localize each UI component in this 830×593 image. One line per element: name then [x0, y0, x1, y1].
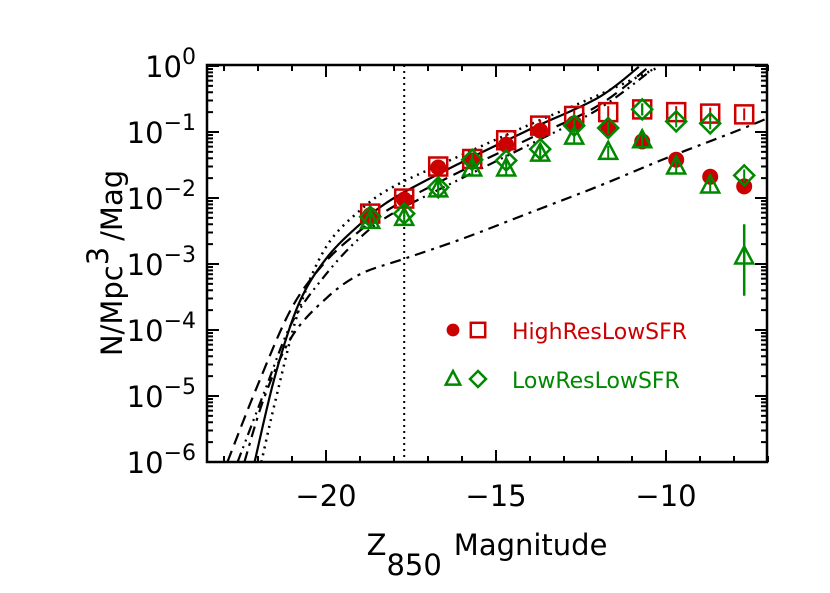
legend-label: LowResLowSFR [512, 369, 680, 394]
y-axis-label: N/Mpc3/Mag [81, 170, 129, 356]
axis-ticks [207, 65, 769, 463]
x-tick-label: −10 [635, 479, 696, 513]
legend: HighResLowSFR LowResLowSFR [443, 320, 687, 394]
diamond-marker [358, 204, 382, 229]
diamond-marker [562, 113, 586, 138]
model-curve-dash-dot-dot [236, 65, 657, 462]
square-marker [529, 115, 551, 136]
diamond-marker [494, 148, 518, 173]
x-tick-label: −20 [295, 479, 356, 513]
diamond-marker [460, 147, 484, 172]
y-tick-label: 10−3 [127, 243, 196, 282]
triangle-marker [631, 127, 654, 149]
y-tick-label: 10−6 [127, 441, 196, 480]
triangle-marker [443, 368, 463, 386]
legend-label: HighResLowSFR [512, 320, 687, 345]
y-tick-label: 10−1 [127, 111, 196, 150]
x-axis-label: Z850Magnitude [367, 528, 608, 582]
triangle-marker [699, 172, 722, 194]
diamond-marker [392, 201, 416, 226]
y-tick-label: 10−4 [127, 309, 196, 348]
diamond-marker [630, 97, 654, 122]
circle-marker [446, 323, 460, 337]
triangle-marker [563, 123, 586, 145]
x-tick-label: −15 [465, 479, 526, 513]
triangle-marker [597, 139, 620, 161]
square-marker [597, 101, 619, 123]
y-tick-labels: 100 10−1 10−2 10−3 10−4 10−5 10−6 [127, 45, 196, 480]
diamond-marker [732, 163, 756, 188]
y-tick-label: 100 [145, 45, 196, 84]
square-marker [427, 156, 449, 177]
diamond-marker [426, 175, 450, 200]
model-curve-dashed [226, 65, 650, 462]
diamond-marker [596, 116, 620, 140]
y-tick-label: 10−5 [127, 375, 196, 414]
model-curve-dash-dot [243, 117, 767, 462]
y-tick-label: 10−2 [127, 177, 196, 216]
diamond-marker [468, 369, 488, 389]
x-tick-labels: −20 −15 −10 [295, 479, 696, 513]
diamond-marker [528, 137, 552, 161]
diamond-marker [698, 111, 722, 136]
square-marker [733, 104, 755, 125]
diamond-marker [664, 109, 688, 134]
triangle-marker [665, 153, 688, 175]
model-curves [226, 65, 767, 462]
data-points [358, 97, 756, 296]
square-marker [469, 321, 487, 339]
